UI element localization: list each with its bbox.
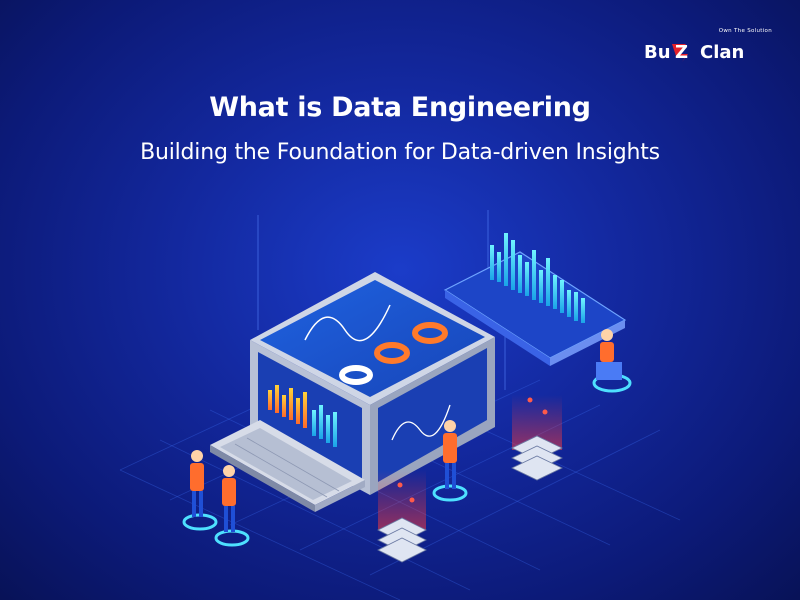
- monitor-cube: [250, 272, 495, 495]
- person-center: [443, 420, 457, 489]
- logo-z-accent: [672, 44, 688, 62]
- person-left-1: [190, 450, 204, 517]
- logo-wordmark: Bu Z Clan: [644, 42, 744, 63]
- person-left-2: [222, 465, 236, 532]
- logo-text-right: Clan: [700, 42, 744, 63]
- person-right-seated: [596, 329, 622, 380]
- server-stack-right: [511, 395, 563, 481]
- page-title: What is Data Engineering: [209, 92, 591, 123]
- network-nodes: [397, 397, 548, 503]
- logo-tagline: Own The Solution: [718, 28, 772, 34]
- logo-text-left: Bu: [644, 42, 671, 63]
- buzzclan-logo: Own The Solution Bu Z Clan: [642, 28, 772, 68]
- left-screen-bars: [268, 385, 307, 428]
- laptop: [210, 420, 365, 512]
- person-figures: [190, 329, 622, 532]
- page-subtitle: Building the Foundation for Data-driven …: [140, 140, 660, 165]
- logo-text-mid: Z: [675, 42, 688, 63]
- top-donuts: [339, 322, 448, 385]
- server-stack-center: [377, 470, 427, 563]
